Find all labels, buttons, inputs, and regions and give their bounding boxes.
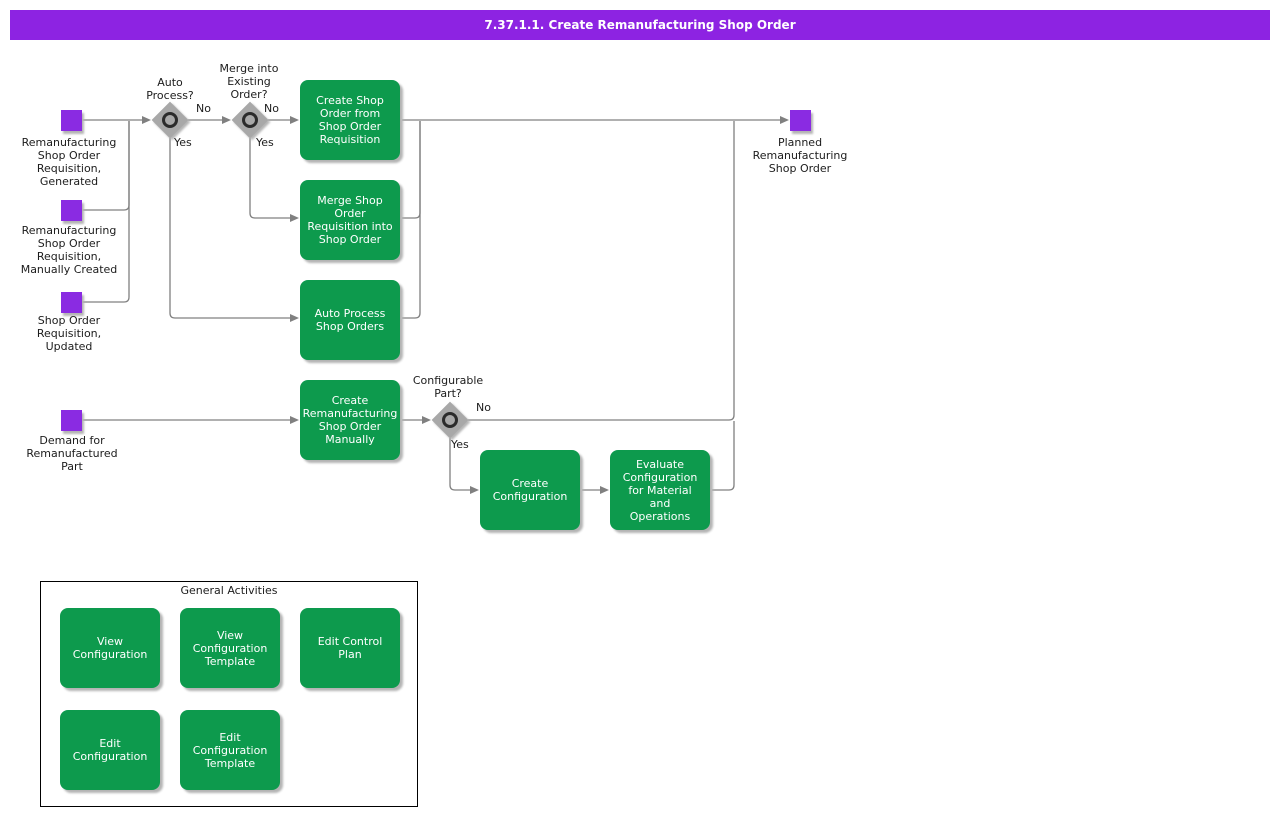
activity-edit-control-plan[interactable]: Edit Control Plan: [300, 608, 400, 688]
decision-question: Merge into Existing Order?: [219, 62, 279, 101]
connector: [402, 121, 421, 319]
arrowhead: [142, 116, 151, 124]
decision-configurable-part: [431, 401, 469, 439]
activity-create-remanufacturing-shop-order-manually[interactable]: Create Remanufacturing Shop Order Manual…: [300, 380, 400, 460]
decision-question: Configurable Part?: [412, 374, 484, 400]
arrowhead: [422, 416, 431, 424]
event-label: Remanufacturing Shop Order Requisition, …: [20, 224, 118, 276]
connector: [468, 121, 735, 421]
connector: [449, 438, 470, 491]
decision-auto-process: [151, 101, 189, 139]
activity-edit-configuration-template[interactable]: Edit Configuration Template: [180, 710, 280, 790]
branch-label-no: No: [476, 401, 491, 414]
arrowhead: [222, 116, 231, 124]
arrowhead: [470, 486, 479, 494]
connector: [249, 138, 290, 219]
decision-circle-icon: [442, 412, 458, 428]
activity-evaluate-configuration[interactable]: Evaluate Configuration for Material and …: [610, 450, 710, 530]
event-label: Shop Order Requisition, Updated: [36, 314, 102, 353]
activity-label: Auto Process Shop Orders: [314, 307, 386, 333]
event-label: Remanufacturing Shop Order Requisition, …: [21, 136, 117, 188]
event-planned-remanufacturing-shop-order[interactable]: [790, 110, 811, 131]
activity-label: Create Configuration: [492, 477, 568, 503]
activity-merge-shop-order-requisition[interactable]: Merge Shop Order Requisition into Shop O…: [300, 180, 400, 260]
branch-label-yes: Yes: [451, 438, 469, 451]
activity-label: View Configuration: [72, 635, 148, 661]
decision-circle-icon: [162, 112, 178, 128]
arrowhead: [290, 314, 299, 322]
activity-create-configuration[interactable]: Create Configuration: [480, 450, 580, 530]
page-title: 7.37.1.1. Create Remanufacturing Shop Or…: [484, 18, 796, 32]
event-shop-order-requisition-generated[interactable]: [61, 110, 82, 131]
branch-label-yes: Yes: [256, 136, 274, 149]
activity-label: Edit Configuration: [72, 737, 148, 763]
connector: [169, 138, 290, 319]
connector: [402, 121, 421, 219]
connector: [712, 421, 735, 491]
activity-label: Merge Shop Order Requisition into Shop O…: [307, 194, 393, 246]
connector: [82, 121, 130, 303]
arrowhead: [780, 116, 789, 124]
activity-view-configuration[interactable]: View Configuration: [60, 608, 160, 688]
activity-label: Create Shop Order from Shop Order Requis…: [316, 94, 384, 146]
event-shop-order-requisition-updated[interactable]: [61, 292, 82, 313]
activity-auto-process-shop-orders[interactable]: Auto Process Shop Orders: [300, 280, 400, 360]
activity-edit-configuration[interactable]: Edit Configuration: [60, 710, 160, 790]
branch-label-no: No: [196, 102, 211, 115]
general-activities-title: General Activities: [180, 584, 278, 597]
branch-label-no: No: [264, 102, 279, 115]
activity-label: Create Remanufacturing Shop Order Manual…: [302, 394, 398, 446]
title-bar: 7.37.1.1. Create Remanufacturing Shop Or…: [10, 10, 1270, 40]
arrowhead: [290, 416, 299, 424]
decision-merge-into-existing-order: [231, 101, 269, 139]
event-label: Planned Remanufacturing Shop Order: [752, 136, 848, 175]
arrowhead: [600, 486, 609, 494]
activity-label: View Configuration Template: [192, 628, 268, 668]
arrowhead: [290, 116, 299, 124]
decision-question: Auto Process?: [146, 76, 194, 102]
event-shop-order-requisition-manually-created[interactable]: [61, 200, 82, 221]
activity-create-shop-order-from-requisition[interactable]: Create Shop Order from Shop Order Requis…: [300, 80, 400, 160]
branch-label-yes: Yes: [174, 136, 192, 149]
arrowhead: [290, 214, 299, 222]
decision-circle-icon: [242, 112, 258, 128]
activity-label: Edit Control Plan: [317, 635, 383, 661]
activity-label: Edit Configuration Template: [192, 730, 268, 770]
activity-view-configuration-template[interactable]: View Configuration Template: [180, 608, 280, 688]
event-demand-for-remanufactured-part[interactable]: [61, 410, 82, 431]
activity-label: Evaluate Configuration for Material and …: [622, 457, 698, 523]
event-label: Demand for Remanufactured Part: [26, 434, 118, 473]
